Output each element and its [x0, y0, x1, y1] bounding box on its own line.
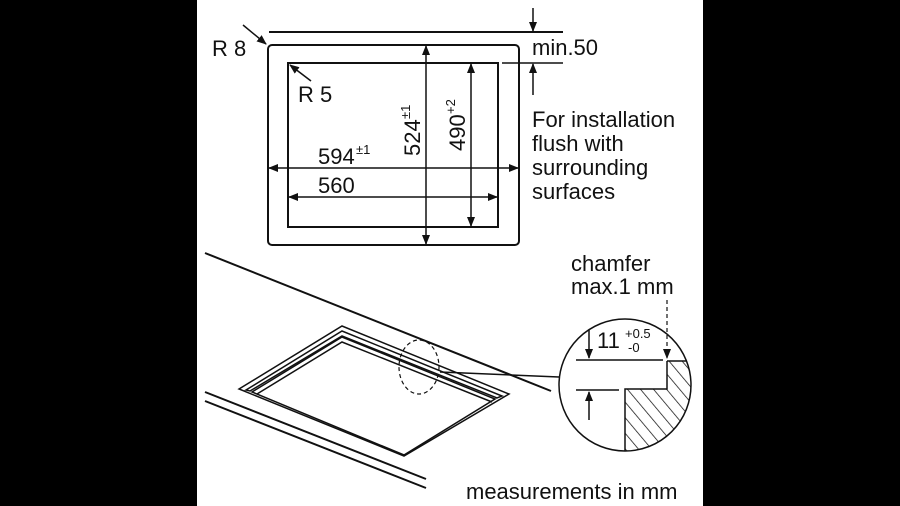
detail-marker — [398, 339, 440, 395]
width-outer-label: 594 — [318, 144, 355, 169]
hob-outer-frame — [237, 325, 511, 457]
inner-cutout — [287, 62, 499, 228]
cutout-top-view: R 8 R 5 min.50 594 ±1 560 524 ±1 490 +2 … — [212, 8, 675, 246]
depth-inner-tolerance: +2 — [443, 99, 458, 114]
units-note: measurements in mm — [466, 479, 678, 504]
depth-tol-minus: -0 — [628, 340, 640, 355]
inner-radius-label: R 5 — [298, 82, 332, 107]
r5-pointer-icon — [289, 64, 312, 82]
depth-tol-plus: +0.5 — [625, 326, 651, 341]
outer-cutout — [267, 44, 520, 246]
detail-circle — [558, 318, 692, 452]
outer-radius-label: R 8 — [212, 36, 246, 61]
depth-outer-label: 524 — [400, 119, 425, 156]
chamfer-label: chamfer — [571, 251, 650, 276]
depth-value-label: 11 — [597, 328, 620, 353]
chamfer-detail: chamfer max.1 mm 11 +0.5 -0 — [558, 251, 692, 452]
width-outer-tolerance: ±1 — [356, 142, 370, 157]
depth-inner-label: 490 — [445, 114, 470, 151]
note-line-3: surrounding — [532, 155, 648, 180]
width-inner-label: 560 — [318, 173, 355, 198]
worktop-front-edge — [204, 391, 427, 480]
depth-outer-tolerance: ±1 — [398, 105, 413, 119]
note-line-1: For installation — [532, 107, 675, 132]
r8-pointer-icon — [242, 24, 267, 45]
note-line-2: flush with — [532, 131, 624, 156]
chamfer-max-label: max.1 mm — [571, 274, 674, 299]
perspective-view — [204, 252, 560, 489]
detail-leader-line — [439, 371, 560, 378]
hob-inner-frame — [250, 336, 497, 456]
worktop-back-edge — [204, 252, 552, 392]
note-line-4: surfaces — [532, 179, 615, 204]
min-distance-label: min.50 — [532, 35, 598, 60]
